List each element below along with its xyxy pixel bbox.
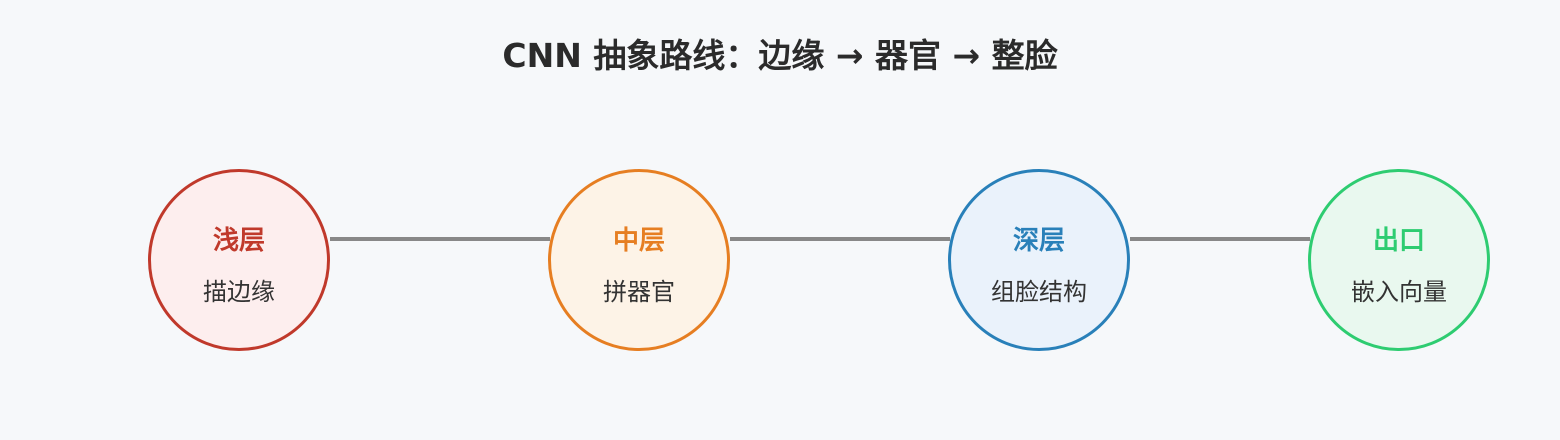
- node-middle-desc: 拼器官: [603, 278, 675, 306]
- node-middle-layer: 中层 拼器官: [548, 169, 730, 351]
- connector-middle-deep: [730, 237, 950, 241]
- node-output-desc: 嵌入向量: [1351, 278, 1447, 306]
- connector-deep-output: [1130, 237, 1310, 241]
- connector-shallow-middle: [330, 237, 550, 241]
- node-deep-layer: 深层 组脸结构: [948, 169, 1130, 351]
- node-middle-label: 中层: [612, 226, 665, 256]
- node-deep-desc: 组脸结构: [991, 278, 1087, 306]
- node-output: 出口 嵌入向量: [1308, 169, 1490, 351]
- node-deep-label: 深层: [1012, 226, 1065, 256]
- node-shallow-label: 浅层: [212, 226, 265, 256]
- diagram-title: CNN 抽象路线：边缘 → 器官 → 整脸: [502, 36, 1058, 75]
- node-output-label: 出口: [1372, 226, 1425, 256]
- node-shallow-layer: 浅层 描边缘: [148, 169, 330, 351]
- node-shallow-desc: 描边缘: [203, 278, 275, 306]
